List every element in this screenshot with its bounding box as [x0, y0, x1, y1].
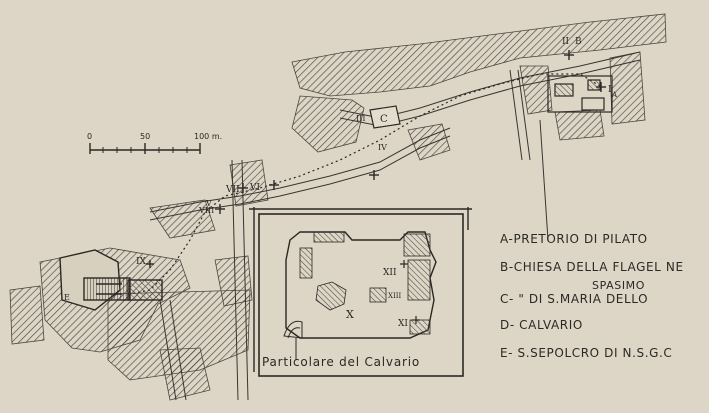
inset-title: Particolare del Calvario [262, 355, 420, 369]
station-III-label: III [356, 114, 365, 123]
legend-E: E- S.SEPOLCRO DI N.S.G.C [500, 346, 673, 360]
station-IIB-label: B [575, 37, 582, 47]
building-E-label: E [64, 293, 70, 302]
legend-C-note: SPASIMO [592, 279, 646, 292]
station-crosses [146, 50, 606, 268]
station-VIII-label: VIII [198, 206, 214, 215]
calvario-inset [249, 207, 472, 377]
legend-D: D- CALVARIO [500, 318, 583, 332]
station-XII-label: XII [383, 268, 397, 278]
scale-tick-100: 100 m. [194, 132, 222, 141]
city-blocks [9, 13, 667, 401]
station-I-label: I [608, 85, 612, 95]
station-IX-label: IX [136, 257, 147, 267]
scale-tick-50: 50 [140, 132, 150, 141]
legend-A: A-PRETORIO DI PILATO [500, 232, 648, 246]
sepulchre-buildings [59, 249, 163, 311]
station-XIII-label: XIII [388, 292, 402, 300]
praetorium-buildings [547, 75, 613, 113]
station-V-label: V [205, 199, 212, 208]
station-II-label: II [562, 37, 570, 47]
scale-bar [89, 143, 201, 154]
station-X-label: X [346, 308, 354, 321]
building-C: C [369, 105, 401, 129]
legend-B: B-CHIESA DELLA FLAGEL NE [500, 260, 684, 274]
station-VII-label: VII [225, 185, 240, 195]
legend-C: C- " DI S.MARIA DELLO [500, 292, 649, 306]
station-IV-label: IV [378, 143, 387, 152]
station-XI-label: XI [398, 319, 408, 329]
inset-crosses [400, 260, 420, 324]
building-C-label: C [380, 114, 388, 125]
station-IA-label: A [611, 91, 618, 99]
station-VI-label: VI [249, 183, 260, 193]
scale-tick-0: 0 [87, 132, 92, 141]
